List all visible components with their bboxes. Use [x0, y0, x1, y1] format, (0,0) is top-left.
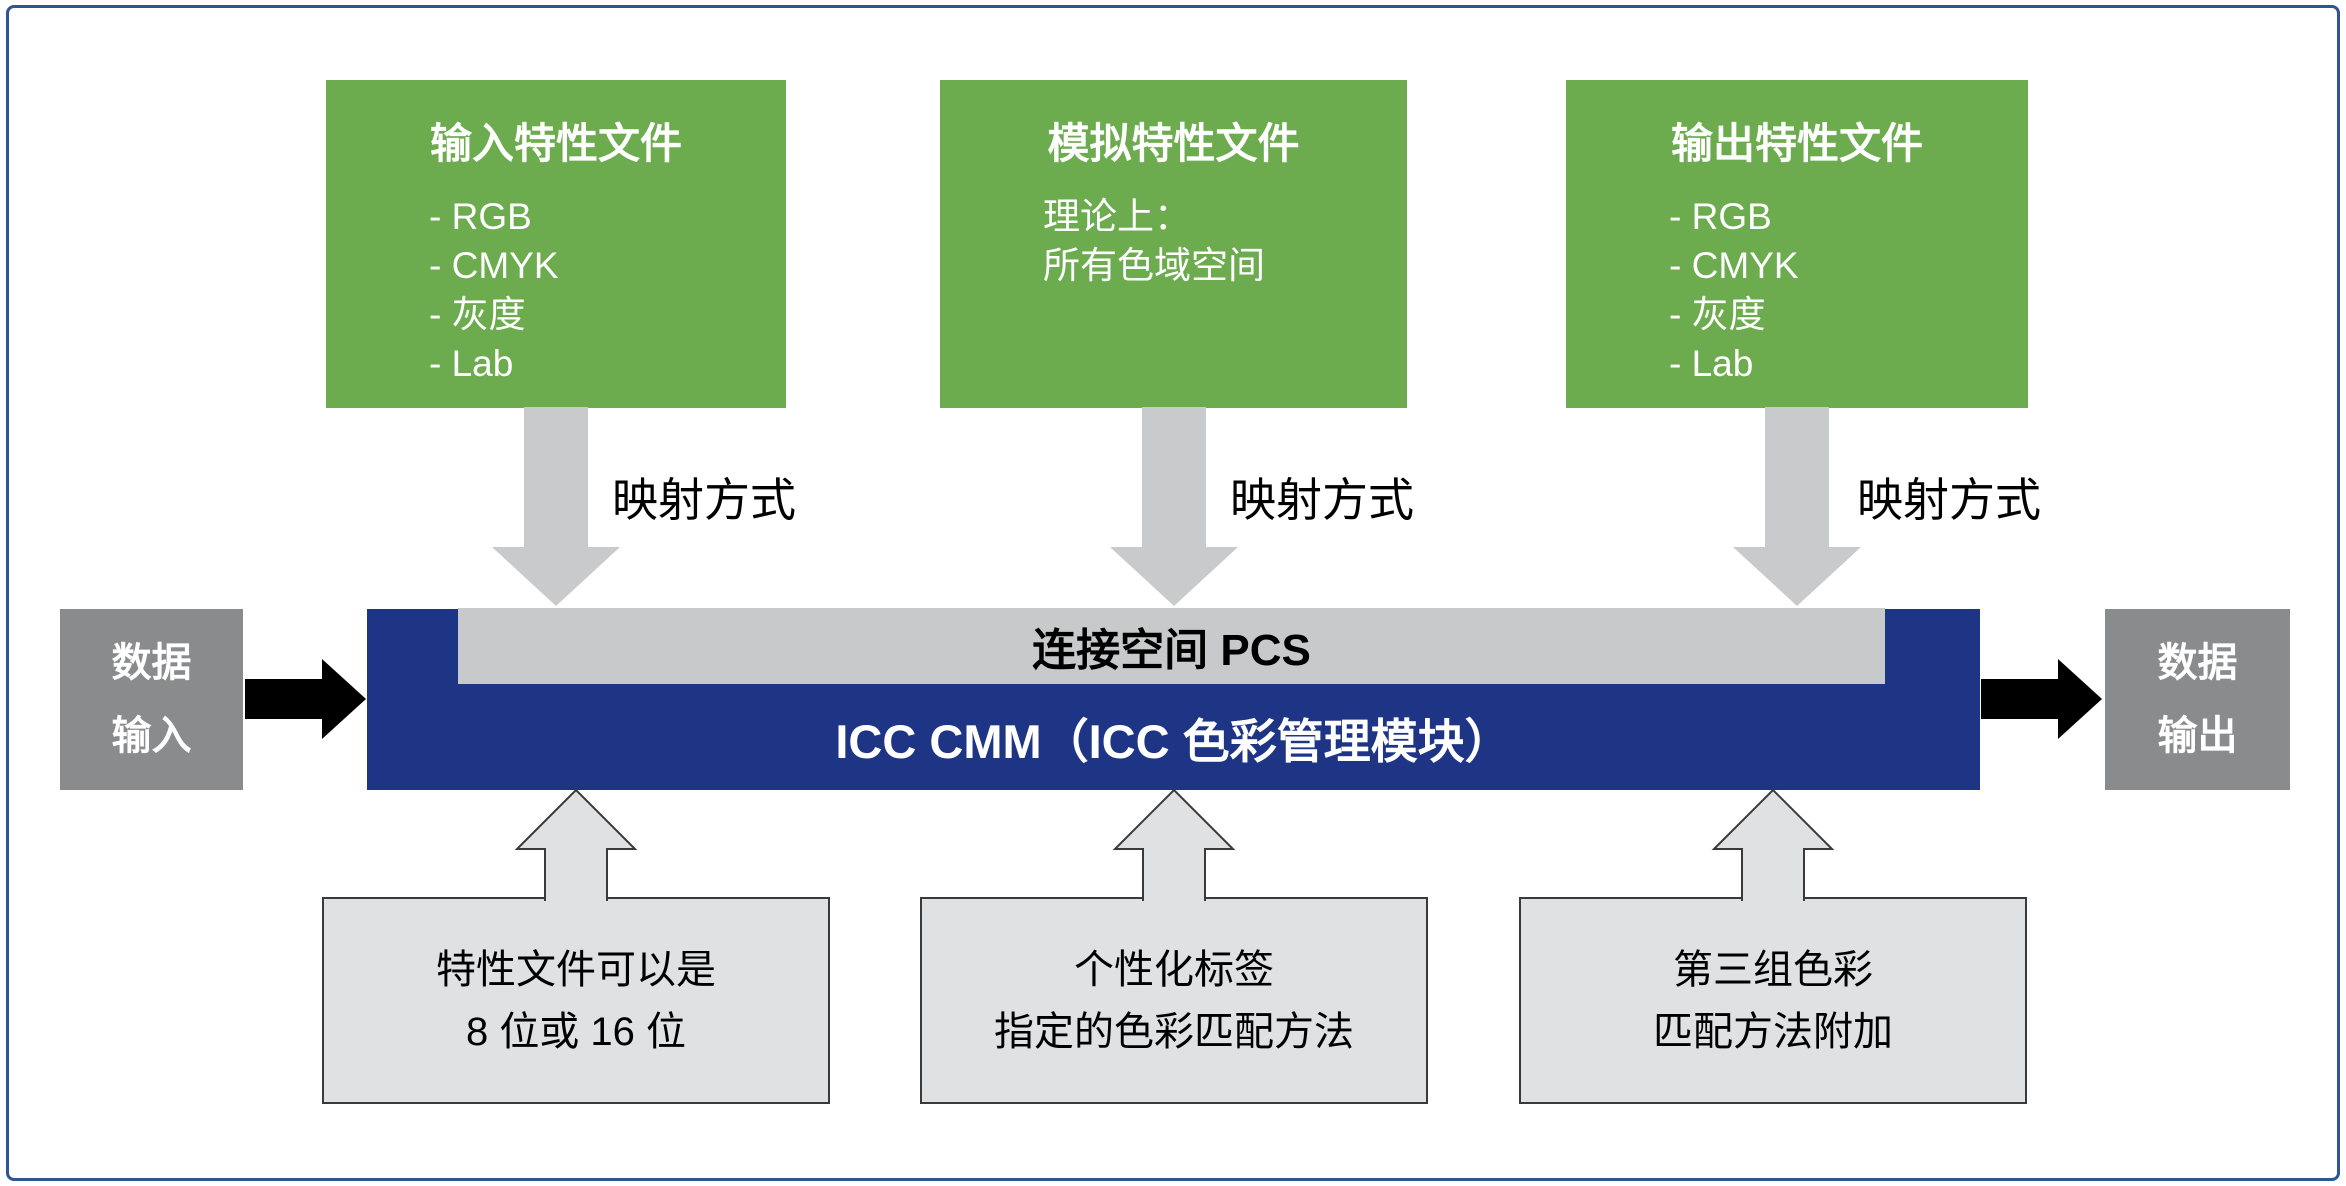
output-profile-title: 输出特性文件: [1670, 120, 1923, 167]
data-input-box: 数据 输入: [60, 609, 243, 790]
profile-line: - Lab: [1669, 343, 1754, 384]
pcs-connection-space-bar: 连接空间 PCS: [458, 608, 1885, 684]
note-box-profiles-bit-depth: 特性文件可以是 8 位或 16 位: [322, 897, 830, 1104]
simulation-profile-box: 模拟特性文件 理论上： 所有色域空间: [940, 80, 1407, 408]
profile-line: - 灰度: [1669, 294, 1766, 335]
output-profile-lines: - RGB - CMYK - 灰度 - Lab: [1566, 192, 2028, 388]
data-output-box: 数据 输出: [2105, 609, 2290, 790]
simulation-profile-title: 模拟特性文件: [1047, 120, 1300, 167]
profile-line: - 灰度: [429, 294, 526, 335]
note-line: 指定的色彩匹配方法: [994, 1009, 1354, 1054]
pcs-label: 连接空间 PCS: [1032, 626, 1311, 675]
note-line: 第三组色彩: [1673, 947, 1873, 992]
profile-line: - RGB: [429, 196, 532, 237]
profile-line: 所有色域空间: [1043, 245, 1265, 286]
input-profile-title: 输入特性文件: [429, 120, 682, 167]
icc-cmm-label: ICC CMM（ICC 色彩管理模块）: [835, 714, 1512, 768]
profile-line: - CMYK: [429, 245, 559, 286]
data-input-line: 输入: [111, 713, 192, 758]
input-profile-lines: - RGB - CMYK - 灰度 - Lab: [326, 192, 786, 388]
profile-line: - Lab: [429, 343, 514, 384]
note-line: 匹配方法附加: [1653, 1009, 1893, 1054]
input-profile-box: 输入特性文件 - RGB - CMYK - 灰度 - Lab: [326, 80, 786, 408]
simulation-profile-lines: 理论上： 所有色域空间: [940, 192, 1407, 290]
data-output-line: 数据: [2157, 640, 2238, 685]
output-profile-box: 输出特性文件 - RGB - CMYK - 灰度 - Lab: [1566, 80, 2028, 408]
outer-border: [6, 5, 2340, 1181]
profile-line: - CMYK: [1669, 245, 1799, 286]
data-input-line: 数据: [111, 640, 192, 685]
profile-line: 理论上：: [1043, 196, 1191, 237]
note-line: 8 位或 16 位: [465, 1009, 687, 1054]
note-line: 个性化标签: [1074, 947, 1274, 992]
note-box-third-group: 第三组色彩 匹配方法附加: [1519, 897, 2027, 1104]
note-box-personalized-tags: 个性化标签 指定的色彩匹配方法: [920, 897, 1428, 1104]
profile-line: - RGB: [1669, 196, 1772, 237]
data-output-line: 输出: [2157, 713, 2238, 758]
mapping-method-label-2: 映射方式: [1230, 474, 1414, 526]
note-line: 特性文件可以是: [436, 947, 716, 992]
mapping-method-label-3: 映射方式: [1857, 474, 2041, 526]
mapping-method-label-1: 映射方式: [612, 474, 796, 526]
